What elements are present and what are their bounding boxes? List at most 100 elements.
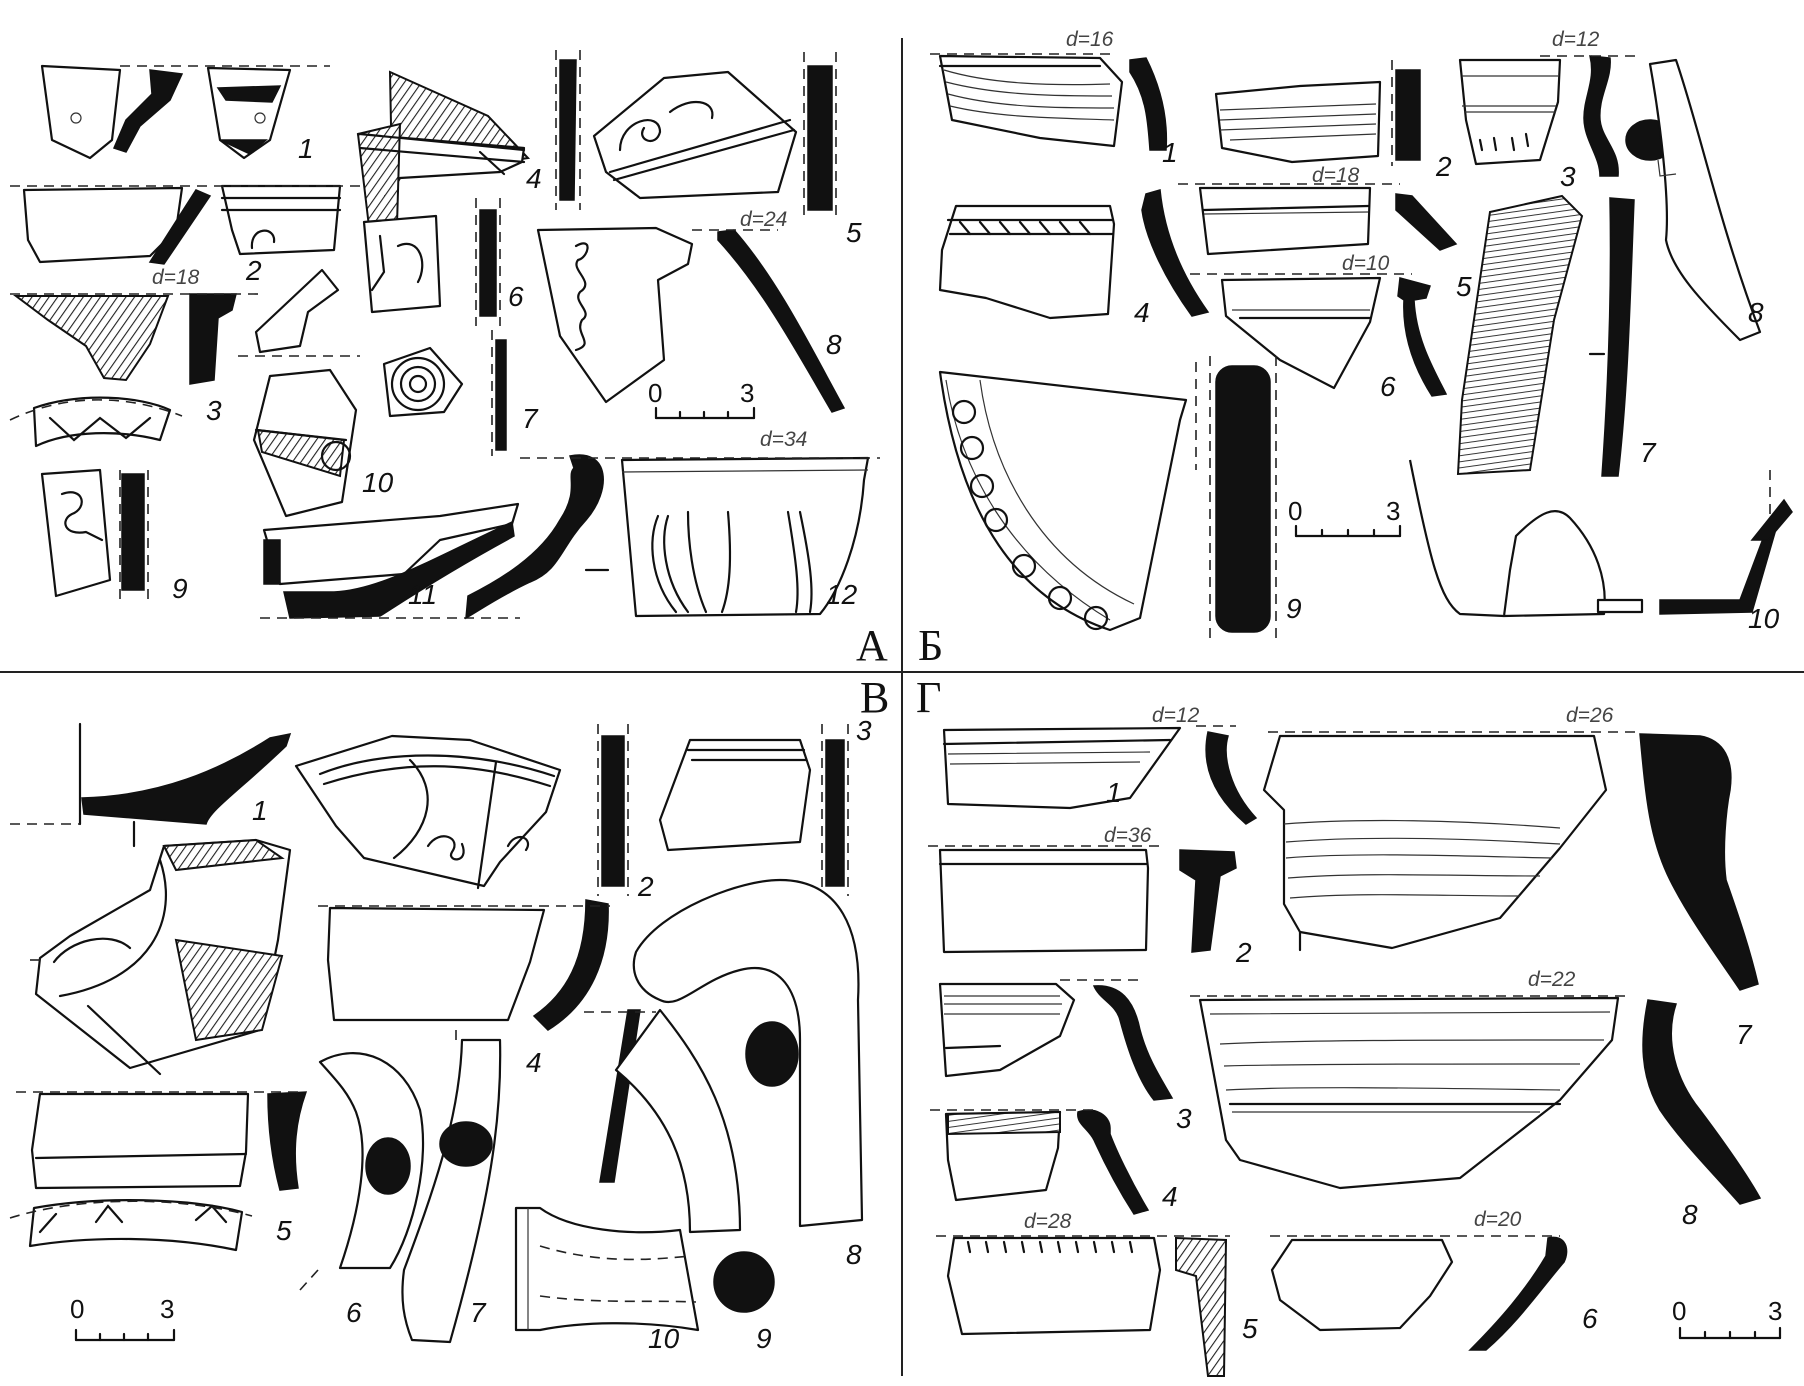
label-v8: 8 [846,1239,862,1270]
sherd-a9 [40,468,149,604]
panel-v: 1 2 3 4 5 6 7 8 9 10 0 3 В [9,673,889,1354]
label-b5: 5 [1456,271,1472,302]
sherd-v5 [9,1091,308,1252]
scale-bar-g [1678,1326,1782,1340]
sherd-a3 [10,293,258,385]
sherd-a8 [536,226,846,413]
diameter-g5: d=28 [1024,1210,1072,1233]
diameter-b6: d=10 [1342,252,1390,275]
diameter-b5: d=18 [1312,164,1360,187]
sherd-b10 [1408,459,1793,618]
scale-a-zero: 0 [648,378,662,408]
sherd-g7-large [1262,731,1759,991]
sherd-g2 [928,845,1237,954]
label-a7: 7 [522,403,539,434]
sherd-a2 [10,184,360,265]
scale-bar-v [74,1328,176,1342]
diameter-a3: d=18 [152,266,200,289]
label-g7: 7 [1736,1019,1753,1050]
label-g8: 8 [1682,1199,1698,1230]
panel-a: 1 2 3 4 5 6 7 8 9 10 11 12 d=18 d=24 d=3… [9,50,888,670]
label-a1: 1 [298,133,314,164]
label-b7: 7 [1640,437,1657,468]
scale-a-three: 3 [740,378,754,408]
label-v1: 1 [252,795,268,826]
label-g1: 1 [1106,777,1122,808]
panel-letter-g: Г [916,673,941,722]
sherd-b8 [1648,58,1762,342]
label-b2: 2 [1435,151,1452,182]
diameter-g6: d=20 [1474,1208,1522,1231]
scale-g-zero: 0 [1672,1296,1686,1326]
label-a10: 10 [362,467,394,498]
panel-b: 1 2 3 4 5 6 7 8 9 10 d=16 d=12 d=18 d=10… [918,28,1793,670]
sherd-v2 [294,724,629,896]
sherd-v1-large [30,838,292,1076]
label-b10: 10 [1748,603,1780,634]
sherd-b4 [938,189,1210,320]
sherd-a-small-handle [238,268,360,357]
sherd-a6 [362,198,501,326]
sherd-v8 [584,878,864,1234]
label-b9: 9 [1286,593,1302,624]
label-b6: 6 [1380,371,1396,402]
sherd-b2 [1214,60,1421,166]
label-b3: 3 [1560,161,1576,192]
sherd-v6 [299,1052,425,1291]
scale-bar-a [654,406,756,420]
label-v2: 2 [637,871,654,902]
label-g3: 3 [1176,1103,1192,1134]
label-b4: 4 [1134,297,1150,328]
sherd-b5 [1178,183,1458,256]
sherd-v4 [318,899,610,1031]
sherd-b1 [930,53,1168,151]
diameter-b1: d=16 [1066,28,1114,51]
label-a5: 5 [846,217,862,248]
label-v7: 7 [470,1297,487,1328]
panel-letter-b: Б [918,621,943,670]
sherd-b3 [1458,55,1675,177]
diameter-g7: d=26 [1566,704,1614,727]
label-g4: 4 [1162,1181,1178,1212]
label-b1: 1 [1162,137,1178,168]
scale-b-zero: 0 [1288,496,1302,526]
sherd-v10 [514,1206,700,1332]
sherd-v1 [10,722,292,848]
label-v10: 10 [648,1323,680,1354]
diameter-b3: d=12 [1552,28,1600,51]
sherd-g8 [1190,995,1762,1205]
sherd-b6 [1190,273,1448,397]
scale-bar-b [1294,524,1402,538]
label-b8: 8 [1748,297,1764,328]
sherd-v7 [401,1030,502,1344]
sherd-b7 [1456,194,1635,477]
sherd-b9 [938,356,1277,640]
label-g6: 6 [1582,1303,1598,1334]
label-a3: 3 [206,395,222,426]
label-v9: 9 [756,1323,772,1354]
sherd-a7 [382,330,507,456]
diameter-g1: d=12 [1152,704,1200,727]
panel-letter-v: В [860,673,889,722]
diameter-g2: d=36 [1104,824,1152,847]
label-a9: 9 [172,573,188,604]
sherd-a10 [252,368,358,518]
scale-v-three: 3 [160,1294,174,1324]
diameter-a8: d=24 [740,208,787,231]
panel-letter-a: А [856,621,888,670]
scale-v-zero: 0 [70,1294,84,1324]
sherd-g6 [1270,1235,1568,1351]
label-g5: 5 [1242,1313,1258,1344]
sherd-g1 [942,725,1258,825]
label-v5: 5 [276,1215,292,1246]
sherd-a3-band [9,396,183,448]
label-v6: 6 [346,1297,362,1328]
sherd-v9 [713,1251,775,1313]
label-a4: 4 [526,163,542,194]
sherd-a1 [40,64,330,160]
sherd-g3 [938,979,1174,1101]
label-a12: 12 [826,579,858,610]
sherd-g4 [930,1109,1150,1215]
sherd-a5 [592,52,837,220]
